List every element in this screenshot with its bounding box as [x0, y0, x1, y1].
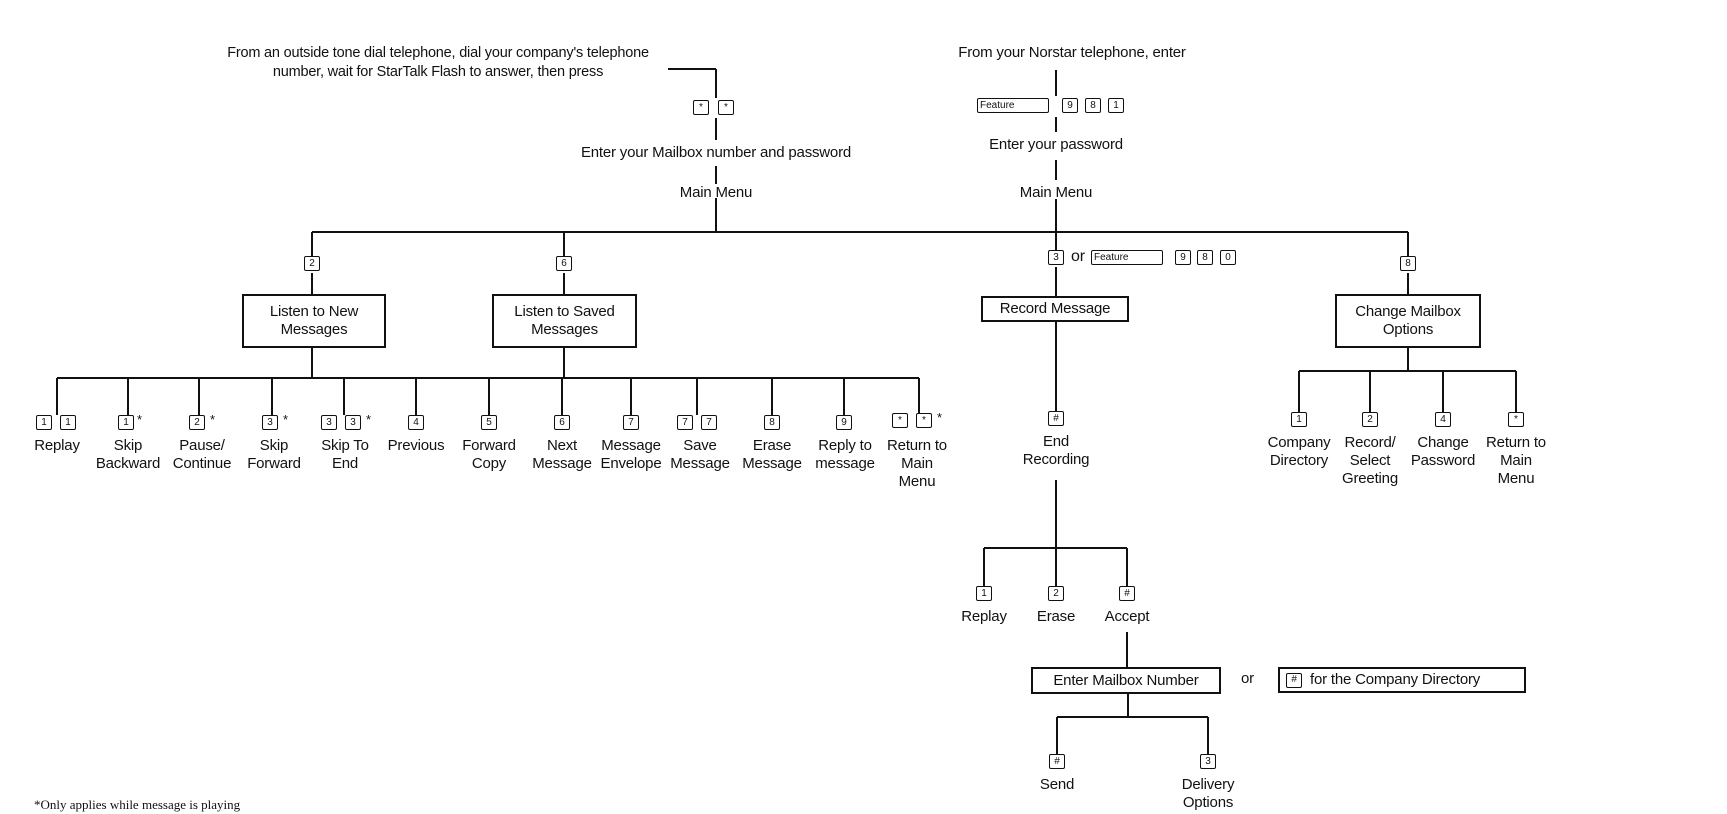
feature-key: Feature	[977, 98, 1049, 113]
key-7: 7	[623, 415, 639, 430]
key-1: 1	[976, 586, 992, 601]
option-label: Return to Main Menu	[887, 437, 947, 490]
option-label: Change Password	[1410, 434, 1476, 469]
key-2: 2	[304, 256, 320, 271]
company-directory-box: # for the Company Directory	[1278, 667, 1526, 693]
key-5: 5	[481, 415, 497, 430]
outside-phone-instruction: From an outside tone dial telephone, dia…	[227, 45, 649, 80]
key-9: 9	[836, 415, 852, 430]
key-1: 1	[118, 415, 134, 430]
delivery-options-label: Delivery Options	[1181, 776, 1235, 811]
option-label: Company Directory	[1267, 434, 1331, 469]
footnote-marker: *	[137, 412, 143, 427]
key-star: *	[892, 413, 908, 428]
key-1: 1	[60, 415, 76, 430]
option-label: Record/ Select Greeting	[1342, 434, 1398, 487]
key-pound: #	[1049, 754, 1065, 769]
key-1: 1	[1291, 412, 1307, 427]
key-star: *	[1508, 412, 1524, 427]
footnote-marker: *	[937, 410, 943, 425]
norstar-instruction: From your Norstar telephone, enter	[958, 44, 1186, 61]
main-menu-label: Main Menu	[679, 184, 753, 201]
key-pound: #	[1048, 411, 1064, 426]
key-8: 8	[1085, 98, 1101, 113]
key-2: 2	[1048, 586, 1064, 601]
listen-to-saved-messages-box: Listen to Saved Messages	[492, 294, 637, 348]
enter-mailbox-and-password-label: Enter your Mailbox number and password	[580, 144, 852, 161]
key-star: *	[916, 413, 932, 428]
key-3: 3	[1200, 754, 1216, 769]
option-label: Replay	[961, 608, 1007, 625]
key-6: 6	[556, 256, 572, 271]
feature-key: Feature	[1091, 250, 1163, 265]
key-8: 8	[1197, 250, 1213, 265]
option-label: Save Message	[670, 437, 730, 472]
footnote-marker: *	[366, 412, 372, 427]
key-1: 1	[1108, 98, 1124, 113]
option-label: Return to Main Menu	[1486, 434, 1546, 487]
change-mailbox-options-box: Change Mailbox Options	[1335, 294, 1481, 348]
option-label: Next Message	[532, 437, 592, 472]
key-star: *	[718, 100, 734, 115]
key-7: 7	[677, 415, 693, 430]
option-label: Message Envelope	[600, 437, 662, 472]
option-label: Erase Message	[742, 437, 802, 472]
key-3: 3	[345, 415, 361, 430]
main-menu-label: Main Menu	[1019, 184, 1093, 201]
listen-to-new-messages-box: Listen to New Messages	[242, 294, 386, 348]
option-label: Skip Backward	[95, 437, 161, 472]
option-label: Accept	[1104, 608, 1150, 625]
option-label: Previous	[387, 437, 445, 454]
enter-mailbox-number-box: Enter Mailbox Number	[1031, 667, 1221, 694]
key-0: 0	[1220, 250, 1236, 265]
key-pound: #	[1286, 672, 1302, 688]
option-label: Pause/ Continue	[172, 437, 232, 472]
footnote-marker: *	[210, 412, 216, 427]
key-star: *	[693, 100, 709, 115]
key-4: 4	[1435, 412, 1451, 427]
key-3: 3	[1048, 250, 1064, 265]
key-4: 4	[408, 415, 424, 430]
option-label: Reply to message	[815, 437, 875, 472]
key-9: 9	[1062, 98, 1078, 113]
key-1: 1	[36, 415, 52, 430]
option-label: Skip Forward	[247, 437, 301, 472]
key-3: 3	[321, 415, 337, 430]
or-label: or	[1241, 670, 1254, 687]
option-label: Forward Copy	[462, 437, 516, 472]
footnote: *Only applies while message is playing	[34, 797, 241, 812]
send-label: Send	[1039, 776, 1075, 793]
enter-password-label: Enter your password	[989, 136, 1123, 153]
end-recording-label: End Recording	[1022, 433, 1090, 468]
key-2: 2	[1362, 412, 1378, 427]
key-8: 8	[1400, 256, 1416, 271]
option-label: Replay	[34, 437, 80, 454]
record-message-box: Record Message	[981, 296, 1129, 322]
key-2: 2	[189, 415, 205, 430]
option-label: Erase	[1036, 608, 1076, 625]
option-label: Skip To End	[321, 437, 369, 472]
key-3: 3	[262, 415, 278, 430]
key-6: 6	[554, 415, 570, 430]
key-8: 8	[764, 415, 780, 430]
footnote-marker: *	[283, 412, 289, 427]
or-label: or	[1071, 248, 1085, 265]
key-9: 9	[1175, 250, 1191, 265]
key-7: 7	[701, 415, 717, 430]
key-pound: #	[1119, 586, 1135, 601]
